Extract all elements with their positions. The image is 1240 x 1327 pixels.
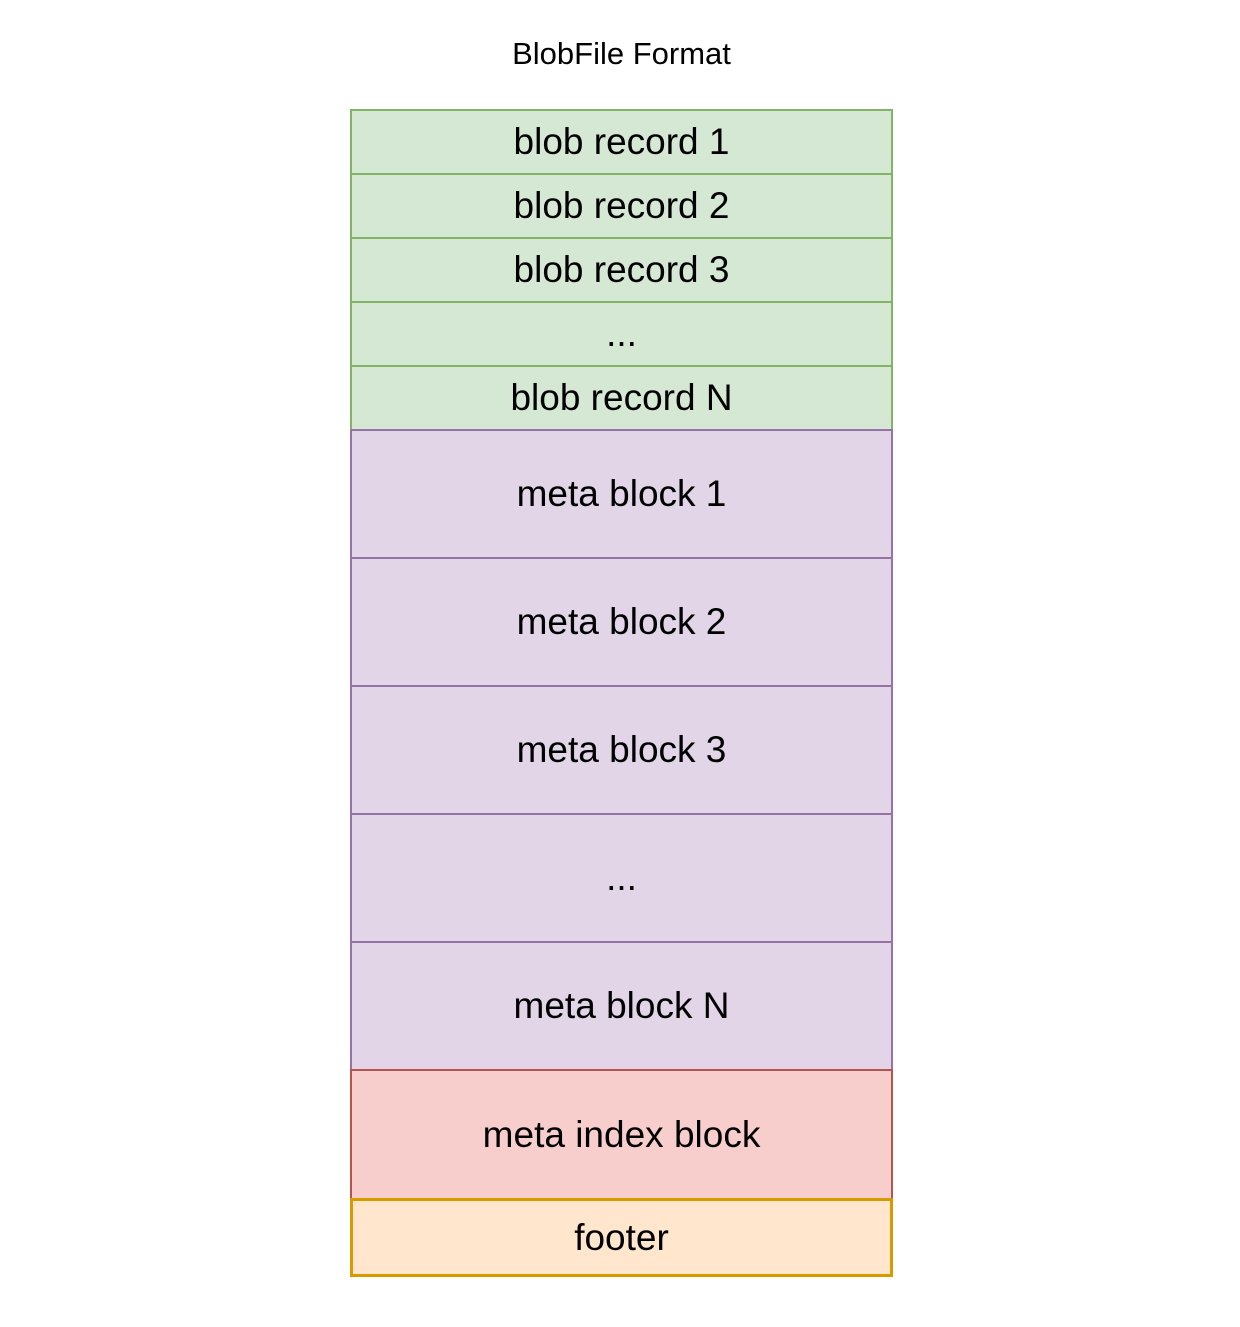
- block-meta-block-8: meta block 3: [350, 685, 893, 815]
- block-label: meta block N: [513, 985, 730, 1026]
- block-meta-index-block-11: meta index block: [350, 1069, 893, 1200]
- block-label: ...: [606, 313, 637, 354]
- block-label: meta block 3: [516, 729, 727, 770]
- block-label: blob record N: [510, 377, 733, 418]
- block-meta-block-6: meta block 1: [350, 429, 893, 559]
- block-meta-block-9: ...: [350, 813, 893, 943]
- block-blob-record-4: ...: [350, 301, 893, 367]
- block-label: meta block 1: [516, 473, 727, 514]
- block-label: footer: [574, 1216, 669, 1258]
- diagram-title: BlobFile Format: [512, 36, 731, 71]
- block-label: meta index block: [482, 1113, 761, 1155]
- block-meta-block-10: meta block N: [350, 941, 893, 1071]
- block-label: meta block 2: [516, 601, 727, 642]
- block-blob-record-5: blob record N: [350, 365, 893, 431]
- block-blob-record-3: blob record 3: [350, 237, 893, 303]
- block-meta-block-7: meta block 2: [350, 557, 893, 687]
- block-label: blob record 2: [513, 185, 730, 226]
- block-label: blob record 3: [513, 249, 730, 290]
- block-label: ...: [606, 857, 637, 898]
- block-footer-12: footer: [350, 1198, 893, 1277]
- block-blob-record-1: blob record 1: [350, 109, 893, 175]
- diagram-stack: blob record 1 blob record 2 blob record 3.…: [350, 109, 893, 1277]
- block-label: blob record 1: [513, 121, 730, 162]
- block-blob-record-2: blob record 2: [350, 173, 893, 239]
